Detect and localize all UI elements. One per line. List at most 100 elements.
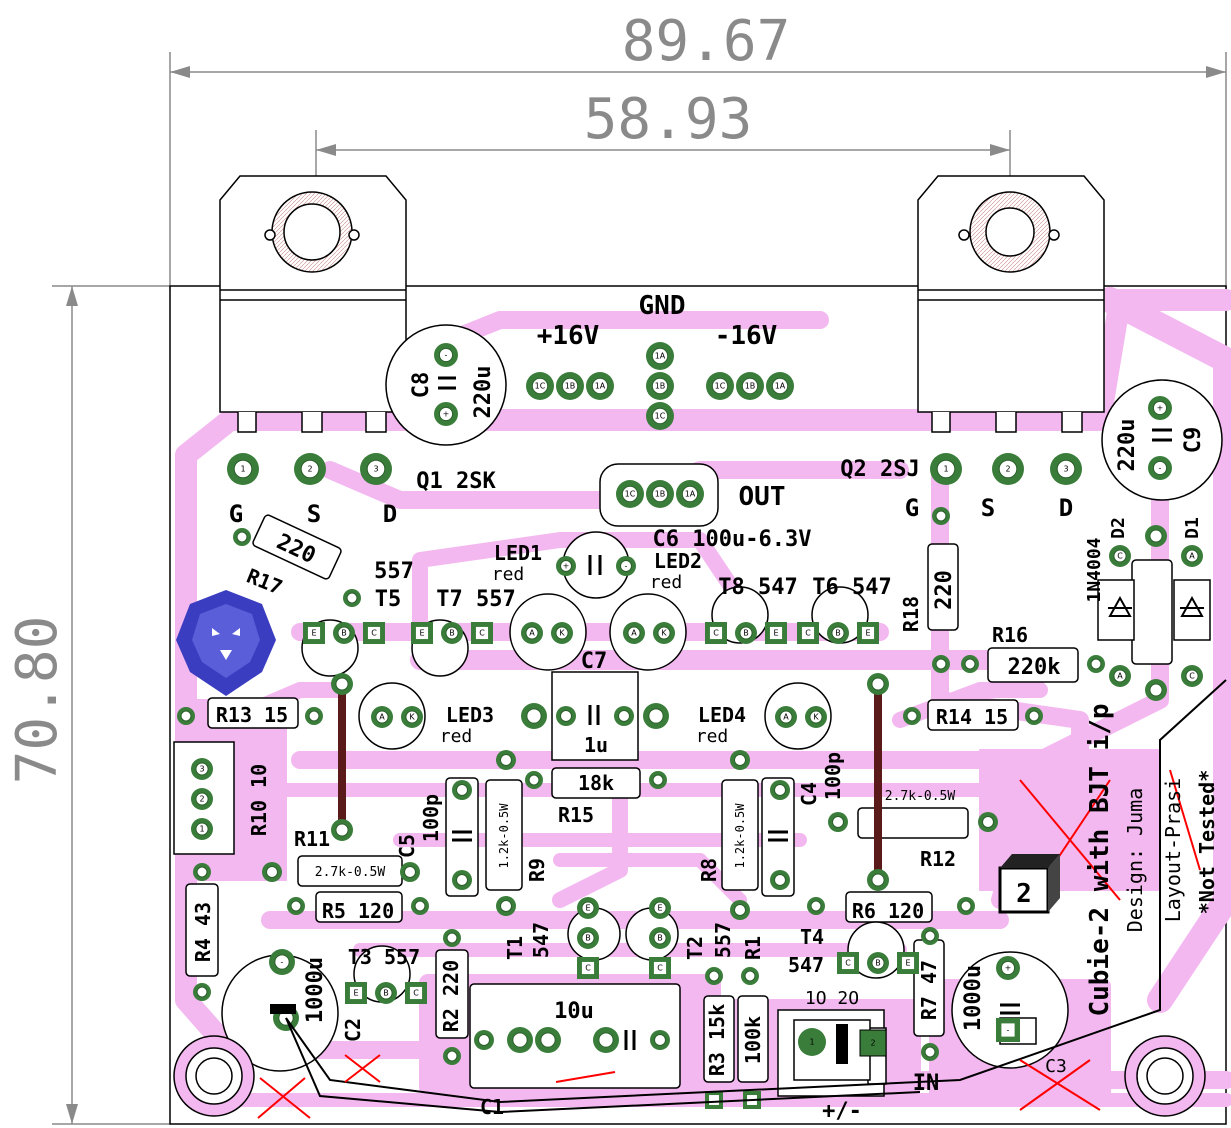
pad-hole — [810, 900, 822, 912]
pad-hole — [446, 1050, 458, 1062]
label-led3-color: red — [440, 726, 473, 747]
label-out: OUT — [739, 482, 786, 512]
pad-hole — [653, 901, 667, 915]
pad-hole — [651, 347, 669, 365]
diode-symbols — [1108, 595, 1204, 617]
pin-t7-b: B — [449, 629, 455, 638]
label-r2: R2 220 — [439, 960, 463, 1032]
pin-t3-e: E — [353, 989, 358, 998]
label-r1: R1 — [741, 936, 765, 960]
label-r14: R14 15 — [936, 705, 1008, 729]
pad-hole — [1149, 683, 1163, 697]
label-t7: T7 557 — [436, 587, 515, 612]
label-led2-color: red — [650, 572, 683, 593]
pad-hole — [274, 954, 290, 970]
input-pad-2 — [859, 1029, 887, 1057]
label-r11-value: 2.7k-0.5W — [315, 865, 386, 880]
pad-hole — [964, 658, 976, 670]
pad-hole — [335, 677, 349, 691]
note-design: Design: Juma — [1123, 788, 1147, 933]
label-r15: R15 — [558, 803, 594, 827]
pad-labels: 1 2 3 1 2 3 - + + - 1C 1B 1A 1A 1B 1C 1C… — [199, 351, 1195, 1035]
pin-led1-k: K — [559, 629, 565, 638]
label-c7: C7 — [581, 649, 608, 674]
pin-t8-e: E — [773, 629, 778, 638]
label-q2-source: S — [981, 494, 995, 522]
pad-hole — [935, 510, 947, 522]
label-q2-drain: D — [1059, 494, 1073, 522]
pad-hole — [308, 710, 320, 722]
pad-hole — [1113, 669, 1127, 683]
pad-hole — [653, 961, 667, 975]
label-d1: D1 — [1182, 517, 1203, 539]
label-c9-value: 220u — [1115, 419, 1140, 472]
pad-hole — [935, 658, 947, 670]
box-number: 2 — [1016, 879, 1032, 909]
label-t3: T3 557 — [348, 945, 420, 969]
pad-hole — [581, 931, 595, 945]
pad-hole — [741, 377, 759, 395]
pad-hole — [871, 873, 885, 887]
pin-c3-minus: - — [1007, 1026, 1010, 1035]
pin-t2-c: C — [657, 964, 663, 973]
pin-d1-a: A — [1189, 552, 1195, 561]
input-connector-bar — [836, 1024, 848, 1064]
pad-hole — [1185, 669, 1199, 683]
pin-16v-1a: 1A — [595, 382, 606, 391]
pad-hole — [525, 626, 539, 640]
pin-m16v-1c: 1C — [715, 382, 726, 391]
pad-hole — [651, 485, 669, 503]
pin-m16v-1a: 1A — [775, 382, 786, 391]
label-c4-value: 100p — [821, 752, 845, 800]
pin-t4-b: B — [875, 959, 881, 968]
pad-hole — [236, 531, 248, 543]
ground-wire — [285, 679, 1227, 1104]
dimension-width-total: 89.67 — [622, 9, 791, 74]
label-in: IN — [913, 1071, 940, 1096]
red-marks — [257, 769, 1201, 1119]
pad-hole — [560, 710, 572, 722]
pad-hole — [555, 626, 569, 640]
pad-hole — [627, 626, 641, 640]
pad-hole — [266, 866, 278, 878]
dimension-width-inner: 58.93 — [584, 87, 753, 152]
pad-hole — [367, 626, 381, 640]
pad-hole — [526, 708, 542, 724]
label-q1: Q1 2SK — [416, 469, 496, 494]
pin-r10-3: 3 — [199, 765, 204, 774]
pin-t2-e: E — [657, 904, 662, 913]
label-r11: R11 — [294, 827, 330, 851]
pad-hole — [379, 986, 393, 1000]
pin-c9-minus: - — [1159, 464, 1162, 473]
pin-t7-e: E — [419, 629, 424, 638]
pad-hole — [445, 626, 459, 640]
label-c3-value: 1000u — [961, 965, 986, 1031]
pad-hole — [591, 377, 609, 395]
label-c9: C9 — [1181, 427, 1206, 454]
pad-hole — [734, 754, 746, 766]
pin-out-1c: 1C — [625, 490, 636, 499]
pad-hole — [414, 900, 426, 912]
label-r5: R5 120 — [322, 899, 394, 923]
pad-hole — [1185, 549, 1199, 563]
pin-r10-2: 2 — [199, 795, 204, 804]
pin-16v-1c: 1C — [535, 382, 546, 391]
pad-hole — [478, 1034, 490, 1046]
pad-hole — [708, 970, 720, 982]
label-c7-value: 1u — [584, 733, 608, 757]
pin-d1-c: C — [1189, 672, 1195, 681]
pad-hole — [906, 710, 918, 722]
pad-hole — [709, 1095, 719, 1105]
label-t4: T4 — [800, 925, 824, 949]
pad-hole — [1152, 400, 1168, 416]
pad-hole — [456, 784, 468, 796]
pad-hole — [769, 626, 783, 640]
label-r18: R18 — [899, 596, 923, 632]
pin-t8-b: B — [743, 629, 749, 638]
pad-hole — [779, 710, 793, 724]
pin-t6-b: B — [835, 629, 841, 638]
pin-t5-c: C — [371, 629, 377, 638]
pin-q1-2: 2 — [307, 465, 312, 474]
pad-hole — [233, 459, 253, 479]
pin-t5-e: E — [311, 629, 316, 638]
